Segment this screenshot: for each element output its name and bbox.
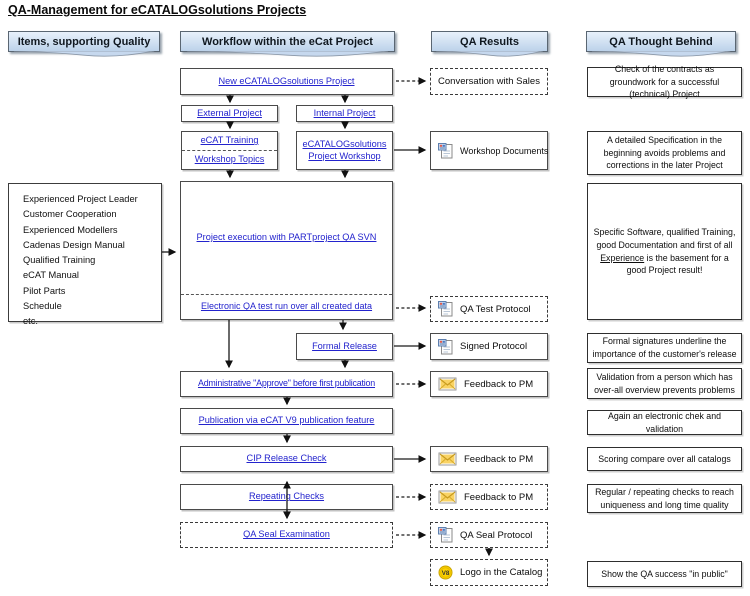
feedback-to-pm-label: Feedback to PM [464,453,534,465]
thought-scoring-text: Scoring compare over all catalogs [598,453,731,464]
box-qa-seal-protocol: QA Seal Protocol [430,522,548,548]
qa-test-protocol-label: QA Test Protocol [460,303,531,315]
box-ecat-training: eCAT Training Workshop Topics [181,131,278,170]
svg-text:V8: V8 [442,570,450,577]
thought-scoring: Scoring compare over all catalogs [587,447,742,471]
document-icon [438,338,453,354]
page-title: QA-Management for eCATALOGsolutions Proj… [8,3,307,17]
workshop-documents-label: Workshop Documents [460,145,549,156]
header-qa-results-label: QA Results [460,35,519,48]
link-administrative-approve[interactable]: Administrative "Approve" before first pu… [197,378,376,389]
wave-decoration [13,51,155,57]
seal-logo-icon: V8 [438,565,453,580]
thought-regular-checks: Regular / repeating checks to reach uniq… [587,484,742,513]
signed-protocol-label: Signed Protocol [460,341,528,352]
box-qa-seal-examination: QA Seal Examination [180,522,393,548]
quality-item: Qualified Training [23,255,96,266]
box-project-workshop: eCATALOGsolutions Project Workshop [296,131,393,170]
link-internal-project[interactable]: Internal Project [313,107,376,118]
header-workflow-label: Workflow within the eCat Project [202,35,373,48]
thought-contracts: Check of the contracts as groundwork for… [587,64,742,99]
qa-seal-protocol-label: QA Seal Protocol [460,529,533,541]
box-new-project: New eCATALOGsolutions Project [180,68,393,95]
thought-specification: A detailed Specification in the beginnin… [587,131,742,175]
thought-contracts-text: Check of the contracts as groundwork for… [609,64,720,100]
document-icon [438,301,453,317]
quality-item: Cadenas Design Manual [23,239,125,250]
link-project-execution[interactable]: Project execution with PARTproject QA SV… [196,232,377,243]
quality-item: etc. [23,316,38,327]
thought-regular-checks-text: Regular / repeating checks to reach uniq… [595,486,734,510]
box-project-execution: Project execution with PARTproject QA SV… [180,181,393,320]
document-icon [438,527,453,543]
header-qa-thought-label: QA Thought Behind [609,35,713,48]
quality-item: Pilot Parts [23,285,66,296]
box-qa-test-protocol: QA Test Protocol [430,296,548,322]
thought-signatures-text: Formal signatures underline the importan… [592,336,737,359]
link-external-project[interactable]: External Project [197,107,262,118]
header-items-label: Items, supporting Quality [17,35,151,48]
thought-experience: Specific Software, qualified Training, g… [587,183,742,320]
link-cip-release-check[interactable]: CIP Release Check [246,453,327,464]
quality-item: Customer Cooperation [23,209,117,220]
link-workshop-topics[interactable]: Workshop Topics [194,154,265,165]
feedback-to-pm-label: Feedback to PM [464,491,534,503]
box-repeating-checks: Repeating Checks [180,484,393,510]
wave-decoration [591,51,731,57]
thought-electronic-check: Again an electronic chek and validation [587,410,742,435]
header-qa-results: QA Results [431,31,548,57]
box-feedback-to-pm-1: Feedback to PM [430,371,548,397]
header-workflow: Workflow within the eCat Project [180,31,395,57]
quality-item: Experienced Modellers [23,224,118,235]
conversation-label: Conversation with Sales [438,76,540,87]
box-signed-protocol: Signed Protocol [430,333,548,360]
link-new-project[interactable]: New eCATALOGsolutions Project [218,75,355,86]
link-repeating-checks[interactable]: Repeating Checks [248,491,325,502]
logo-in-catalog-label: Logo in the Catalog [460,567,543,578]
box-logo-in-catalog: V8 Logo in the Catalog [430,559,548,586]
header-items-supporting-quality: Items, supporting Quality [8,31,160,57]
link-project-workshop[interactable]: eCATALOGsolutions Project Workshop [302,139,387,161]
thought-show-success: Show the QA success "in public" [587,561,742,587]
thought-validation-text: Validation from a person which has over-… [594,371,735,395]
box-feedback-to-pm-2: Feedback to PM [430,446,548,472]
thought-show-success-text: Show the QA success "in public" [601,568,728,579]
box-external-project: External Project [181,105,278,122]
box-conversation-with-sales: Conversation with Sales [430,68,548,95]
quality-item: eCAT Manual [23,270,79,281]
link-ecat-training[interactable]: eCAT Training [200,135,259,146]
feedback-to-pm-label: Feedback to PM [464,378,534,390]
thought-signatures: Formal signatures underline the importan… [587,333,742,363]
header-qa-thought-behind: QA Thought Behind [586,31,736,57]
box-administrative-approve: Administrative "Approve" before first pu… [180,371,393,397]
box-internal-project: Internal Project [296,105,393,122]
envelope-icon [438,490,457,504]
box-feedback-to-pm-3: Feedback to PM [430,484,548,510]
quality-item: Schedule [23,301,62,312]
link-publication[interactable]: Publication via eCAT V9 publication feat… [198,415,375,426]
thought-experience-text: Specific Software, qualified Training, g… [593,227,736,276]
wave-decoration [187,51,389,57]
link-formal-release[interactable]: Formal Release [312,340,377,351]
document-icon [438,142,453,158]
thought-specification-text: A detailed Specification in the beginnin… [603,135,726,171]
thought-validation: Validation from a person which has over-… [587,368,742,399]
box-cip-release-check: CIP Release Check [180,446,393,472]
box-publication: Publication via eCAT V9 publication feat… [180,408,393,434]
link-electronic-qa-test[interactable]: Electronic QA test run over all created … [200,301,373,312]
link-qa-seal-examination[interactable]: QA Seal Examination [243,529,330,540]
wave-decoration [436,51,543,57]
quality-item: Experienced Project Leader [23,194,138,204]
envelope-icon [438,452,457,466]
envelope-icon [438,377,457,391]
box-workshop-documents: Workshop Documents [430,131,548,170]
thought-electronic-check-text: Again an electronic chek and validation [608,410,721,434]
box-formal-release: Formal Release [296,333,393,360]
